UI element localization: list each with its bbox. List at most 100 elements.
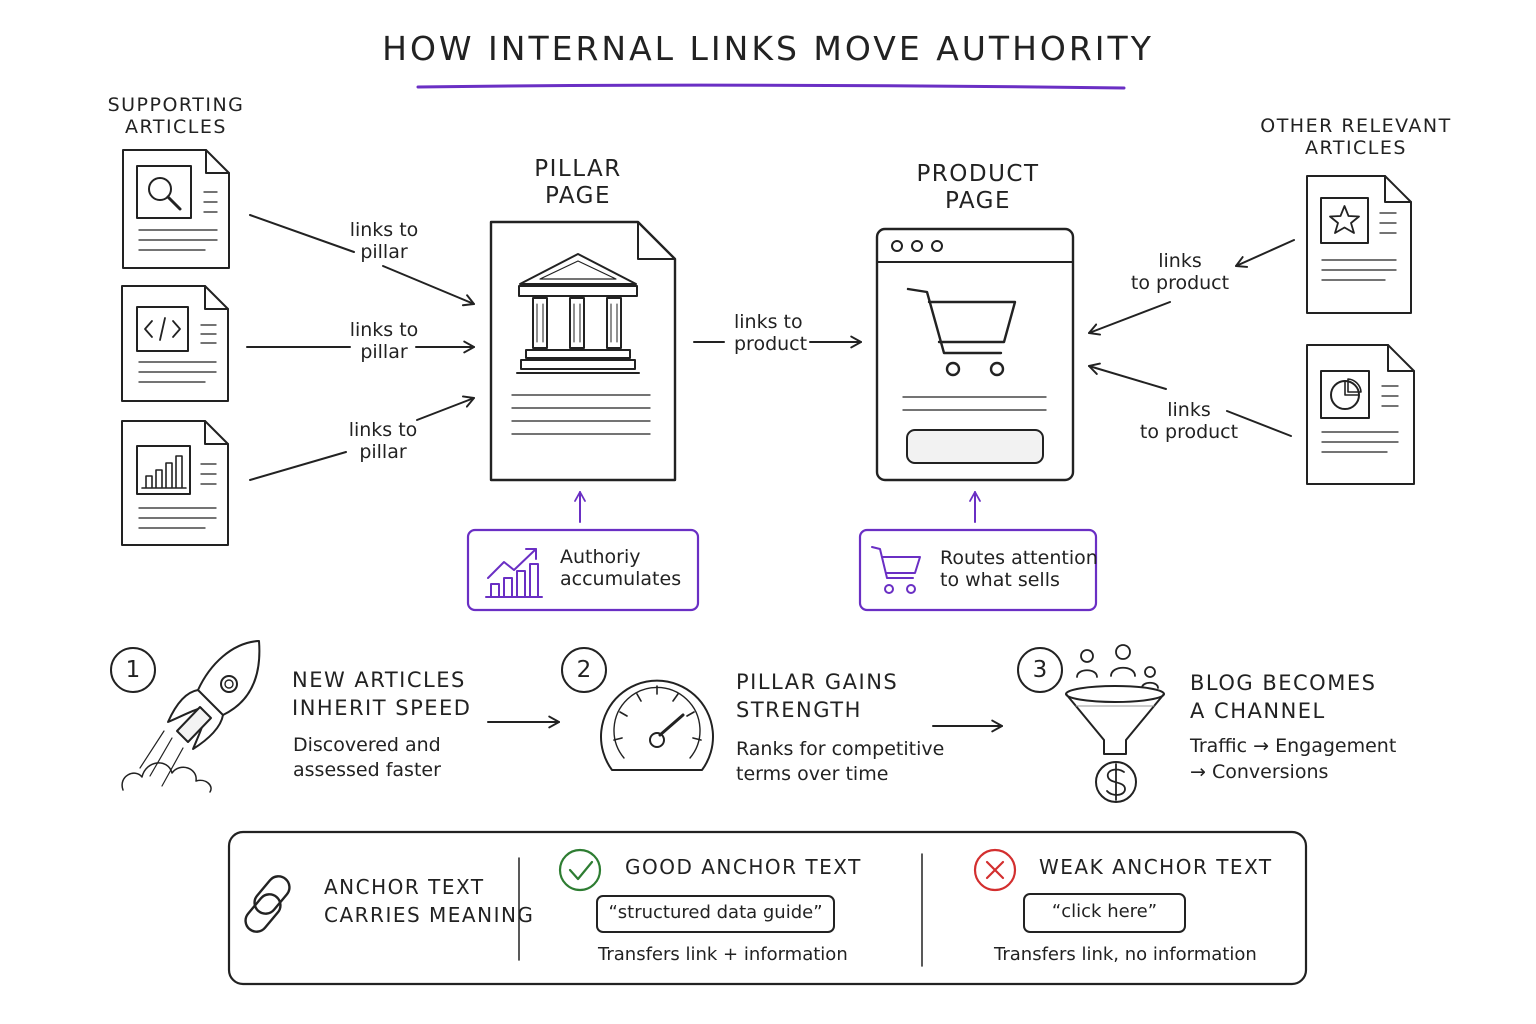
link-label-pillar-to-product: links to product: [734, 311, 807, 356]
step-1-heading: New Articles Inherit Speed: [292, 666, 471, 723]
weak-anchor-heading: Weak Anchor Text: [1039, 855, 1273, 879]
pillar-callout-text: Authoriy accumulates: [560, 546, 681, 591]
step-2-heading-line1: Pillar Gains: [736, 670, 899, 694]
product-callout-line2: to what sells: [940, 569, 1060, 592]
title-underline: [416, 83, 1126, 90]
good-anchor-heading: Good Anchor Text: [625, 855, 862, 879]
pillar-heading-line1: Pillar: [534, 156, 622, 182]
magnifier-icon: [148, 177, 182, 211]
link-label-line1: links to: [349, 319, 419, 341]
link-label-support-2: links to pillar: [344, 319, 424, 364]
funnel-icon: [1065, 644, 1165, 803]
other-doc-2: [1306, 344, 1415, 485]
other-link-label-line2: to product: [1139, 421, 1239, 444]
pillar-page-heading: Pillar Page: [498, 156, 658, 210]
product-page-heading: Product Page: [898, 161, 1058, 215]
pillar-to-product-line1: links to: [734, 311, 803, 333]
step-2-desc-line2: terms over time: [736, 762, 889, 785]
bank-columns-icon: [516, 253, 640, 374]
other-doc-1: [1306, 175, 1412, 314]
other-link-label-line2: to product: [1130, 272, 1230, 295]
link-label-line1: links to: [348, 419, 418, 441]
pillar-callout-line1: Authoriy: [560, 546, 641, 568]
step-3-heading-line1: Blog Becomes: [1190, 671, 1377, 695]
step-1-heading-line1: New Articles: [292, 668, 466, 692]
product-heading-line2: Page: [944, 188, 1012, 215]
other-articles-heading: Other Relevant Articles: [1256, 115, 1456, 160]
product-callout-text: Routes attention to what sells: [940, 547, 1098, 592]
supporting-heading-line1: Supporting: [107, 94, 245, 116]
step-3-desc-line1: Traffic → Engagement: [1190, 735, 1397, 757]
product-page-window: [875, 227, 1075, 482]
arrow-other-1-to-product: [1088, 239, 1295, 336]
link-label-line2: pillar: [359, 441, 407, 464]
link-label-line2: pillar: [360, 241, 408, 264]
cross-icon: [973, 848, 1017, 892]
supporting-articles-heading: Supporting Articles: [96, 94, 256, 139]
step-1-description: Discovered and assessed faster: [293, 733, 441, 782]
supporting-heading-line2: Articles: [125, 116, 227, 139]
step-3-heading-line2: A Channel: [1190, 699, 1326, 724]
step-2-heading: Pillar Gains Strength: [736, 668, 898, 725]
shopping-cart-icon: [906, 287, 1017, 377]
other-heading-line1: Other Relevant: [1260, 115, 1452, 137]
arrow-support-1-to-pillar: [249, 214, 475, 307]
pillar-page-document: [489, 220, 677, 482]
step-2-number: 2: [576, 657, 592, 683]
good-anchor-note: Transfers link + information: [598, 944, 848, 965]
weak-example-box: [1023, 893, 1186, 933]
step-2-description: Ranks for competitive terms over time: [736, 737, 944, 786]
other-link-label-line1: links: [1158, 250, 1202, 272]
check-icon: [558, 848, 602, 892]
link-label-line1: links to: [349, 219, 419, 241]
step-3-number-circle: [1017, 647, 1063, 693]
link-label-other-2: links to product: [1139, 399, 1239, 444]
product-callout-line1: Routes attention: [940, 547, 1098, 569]
anchor-heading-line2: Carries Meaning: [324, 903, 535, 927]
step-2-desc-line1: Ranks for competitive: [736, 738, 945, 760]
arrow-other-2-to-product: [1088, 362, 1292, 437]
step-3-number: 3: [1032, 657, 1048, 683]
link-label-other-1: links to product: [1130, 250, 1230, 295]
rocket-icon: [121, 640, 261, 793]
good-example-box: [596, 895, 835, 933]
step-1-heading-line2: Inherit Speed: [292, 696, 472, 721]
anchor-text-heading: Anchor Text Carries Meaning: [324, 873, 534, 929]
step-1-number-circle: [110, 647, 156, 693]
step-1-number: 1: [125, 657, 141, 683]
other-heading-line2: Articles: [1305, 137, 1407, 160]
anchor-text-panel: [227, 830, 1308, 986]
step-3-description: Traffic → Engagement → Conversions: [1190, 734, 1396, 785]
code-icon: [144, 317, 181, 341]
arrow-support-3-to-pillar: [249, 395, 475, 481]
pillar-heading-line2: Page: [544, 183, 612, 210]
supporting-doc-1: [122, 149, 230, 269]
step-1-desc-line1: Discovered and: [293, 734, 441, 756]
weak-anchor-example: “click here”: [1051, 901, 1158, 922]
link-label-support-1: links to pillar: [344, 219, 424, 264]
people-icon: [1076, 644, 1159, 689]
step-2-number-circle: [561, 647, 607, 693]
growth-chart-icon: [485, 548, 543, 598]
step-3-desc-line2: → Conversions: [1190, 760, 1329, 783]
chain-link-icon: [244, 875, 291, 933]
page-title: How Internal Links Move Authority: [382, 29, 1154, 68]
link-label-line2: pillar: [360, 341, 408, 364]
step-2-heading-line2: Strength: [736, 698, 862, 723]
bar-chart-icon: [141, 455, 187, 489]
step-3-heading: Blog Becomes A Channel: [1190, 669, 1376, 726]
link-label-support-3: links to pillar: [343, 419, 423, 464]
cart-icon: [871, 546, 921, 594]
good-anchor-example: “structured data guide”: [608, 902, 823, 923]
supporting-doc-2: [121, 285, 229, 402]
supporting-doc-3: [121, 420, 229, 546]
product-heading-line1: Product: [916, 161, 1040, 187]
anchor-heading-line1: Anchor Text: [324, 875, 485, 899]
gauge-icon: [600, 679, 714, 771]
product-callout-box: [858, 528, 1098, 612]
pillar-callout-line2: accumulates: [560, 568, 682, 591]
pillar-to-product-line2: product: [734, 333, 808, 356]
weak-anchor-note: Transfers link, no information: [994, 944, 1257, 965]
